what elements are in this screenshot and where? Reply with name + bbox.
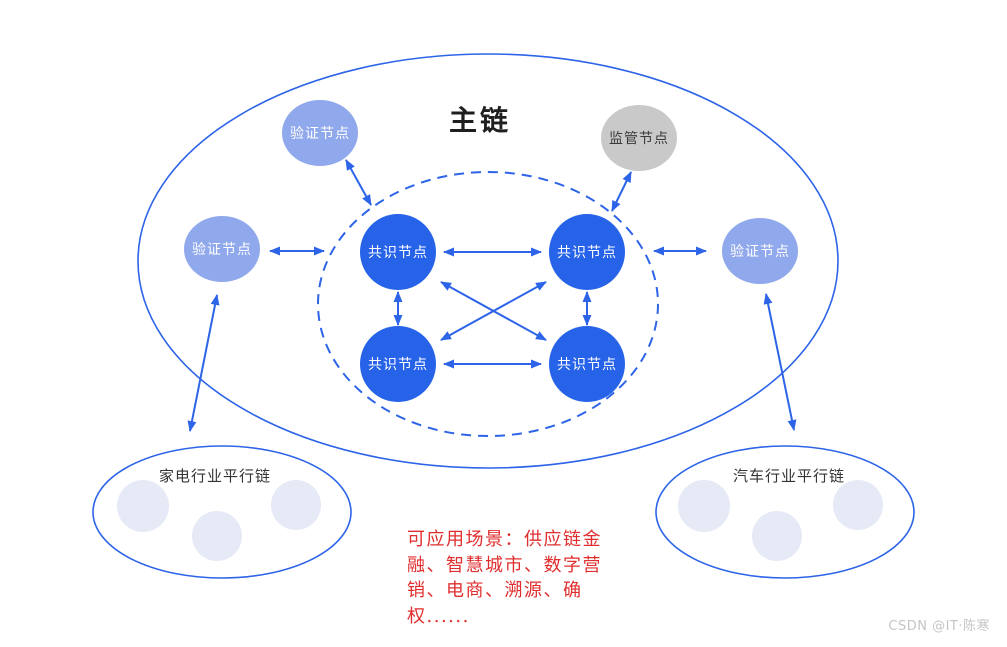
- parallel-left-node-3: [271, 480, 321, 530]
- node-validation-left: 验证节点: [184, 216, 260, 282]
- main-chain-ellipse: [137, 53, 839, 469]
- parallel-left-node-2: [192, 511, 242, 561]
- parallel-chain-right-ellipse: [655, 445, 915, 579]
- node-consensus-top-right: 共识节点: [549, 214, 625, 290]
- parallel-left-node-1: [117, 480, 169, 532]
- scenario-line: 可应用场景：供应链金: [407, 529, 602, 550]
- node-supervision-label: 监管节点: [609, 131, 669, 147]
- node-consensus-bottom-left: 共识节点: [360, 326, 436, 402]
- node-supervision: 监管节点: [601, 105, 677, 171]
- arrow-supervision-core: [611, 171, 632, 212]
- csdn-watermark: CSDN @IT·陈寒: [888, 619, 990, 634]
- scenario-line: 销、电商、溯源、确: [407, 580, 583, 601]
- arrow-validation-right-parallel-right: [763, 293, 797, 431]
- consensus-core-dashed-ellipse: [317, 171, 659, 437]
- node-validation-label: 验证节点: [192, 242, 252, 258]
- scenario-line: 融、智慧城市、数字营: [407, 554, 602, 576]
- node-consensus-top-left: 共识节点: [360, 214, 436, 290]
- parallel-chain-right-label: 汽车行业平行链: [732, 467, 845, 485]
- node-validation-label: 验证节点: [290, 126, 350, 142]
- parallel-chain-left-label: 家电行业平行链: [158, 467, 271, 485]
- node-validation-label: 验证节点: [730, 244, 790, 260]
- arrow-consensus-tr-bl-diagonal: [440, 281, 547, 341]
- node-consensus-label: 共识节点: [557, 245, 617, 261]
- scenario-line: 权......: [407, 605, 470, 627]
- main-chain-title: 主链: [448, 104, 511, 137]
- application-scenarios-note: 可应用场景：供应链金 融、智慧城市、数字营 销、电商、溯源、确 权......: [407, 527, 647, 629]
- node-consensus-label: 共识节点: [368, 245, 428, 261]
- parallel-chain-left-ellipse: [92, 445, 352, 579]
- node-validation-right: 验证节点: [722, 218, 798, 284]
- arrow-validation-topleft-core: [345, 159, 372, 206]
- node-consensus-bottom-right: 共识节点: [549, 326, 625, 402]
- node-consensus-label: 共识节点: [557, 357, 617, 373]
- parallel-right-node-1: [678, 480, 730, 532]
- arrow-validation-left-parallel-left: [187, 294, 220, 432]
- parallel-right-node-2: [752, 511, 802, 561]
- node-validation-top-left: 验证节点: [282, 100, 358, 166]
- node-consensus-label: 共识节点: [368, 357, 428, 373]
- parallel-right-node-3: [833, 480, 883, 530]
